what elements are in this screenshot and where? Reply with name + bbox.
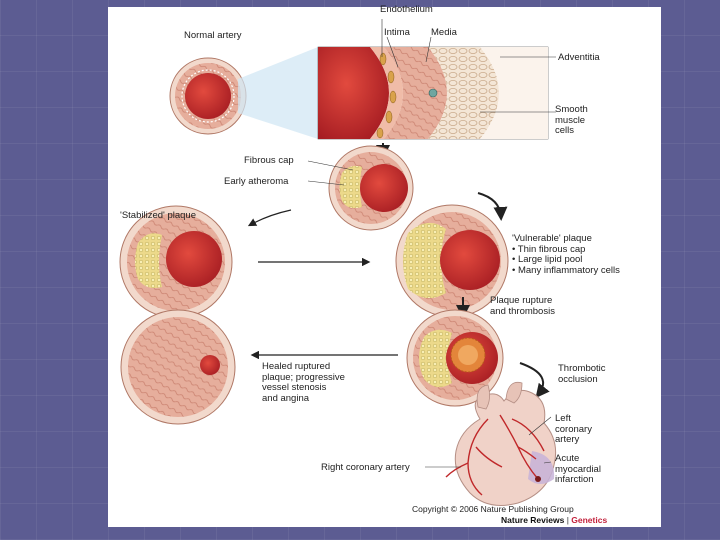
copyright-text: Copyright © 2006 Nature Publishing Group	[412, 504, 574, 514]
atherosclerosis-diagram	[119, 19, 557, 506]
label-stabilized-plaque: 'Stabilized' plaque	[120, 210, 196, 221]
publisher-brand: Nature Reviews | Genetics	[501, 515, 607, 526]
label-smooth-muscle: Smooth muscle cells	[555, 104, 588, 136]
label-left-coronary: Left coronary artery	[555, 413, 592, 445]
label-healed-ruptured: Healed ruptured plaque; progressive vess…	[262, 361, 345, 404]
label-early-atheroma: Early atheroma	[224, 176, 289, 187]
journal-name: Genetics	[571, 515, 608, 525]
label-acute-mi: Acute myocardial infarction	[555, 453, 601, 485]
arrow-to-vulnerable	[477, 192, 508, 221]
plaque-rupture-section	[406, 309, 504, 407]
label-plaque-rupture: Plaque rupture and thrombosis	[490, 295, 555, 317]
heart-illustration	[445, 381, 557, 506]
leader-lines-heart	[425, 416, 552, 468]
figure-panel: Endothelium Intima Media Normal artery A…	[108, 4, 661, 527]
label-thrombotic-occlusion: Thrombotic occlusion	[558, 363, 606, 385]
label-normal-artery: Normal artery	[184, 30, 242, 41]
zoom-cone	[238, 47, 318, 139]
early-atheroma-section	[328, 145, 414, 231]
arrow-to-occlusion	[519, 362, 550, 399]
leader-lines-top	[381, 19, 556, 113]
brand-name: Nature Reviews	[501, 515, 565, 525]
label-media: Media	[431, 27, 457, 38]
artery-wall-detail	[317, 46, 549, 140]
normal-artery-section	[169, 57, 247, 135]
stabilized-plaque-section	[119, 205, 233, 319]
label-vulnerable-plaque: 'Vulnerable' plaque • Thin fibrous cap •…	[512, 233, 620, 276]
healed-plaque-section	[120, 309, 236, 425]
vulnerable-plaque-section	[395, 204, 509, 318]
label-adventitia: Adventitia	[558, 52, 600, 63]
label-endothelium: Endothelium	[380, 4, 433, 15]
label-intima: Intima	[384, 27, 410, 38]
arrow-to-stabilized	[247, 209, 292, 227]
brand-separator: |	[566, 515, 569, 525]
label-right-coronary: Right coronary artery	[321, 462, 410, 473]
label-fibrous-cap: Fibrous cap	[244, 155, 294, 166]
